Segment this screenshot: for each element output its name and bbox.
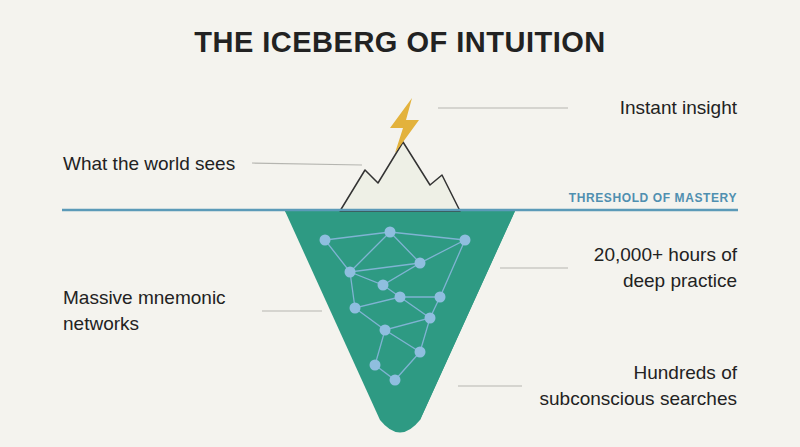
callout-label: 20,000+ hours of deep practice [577,242,737,293]
diagram-title: THE ICEBERG OF INTUITION [0,26,800,59]
network-dots [320,227,471,386]
callout-label: Hundreds of subconscious searches [537,360,737,411]
waterline [62,209,738,212]
callout-label: What the world sees [63,151,235,177]
callout-label: Instant insight [620,95,737,121]
callout-label: Massive mnemonic networks [63,285,248,336]
lightning-bolt [390,98,419,153]
mnemonic-network [325,232,465,380]
underwater-mass [285,211,515,433]
threshold-label: THRESHOLD OF MASTERY [569,191,737,205]
iceberg-tip [340,142,460,211]
